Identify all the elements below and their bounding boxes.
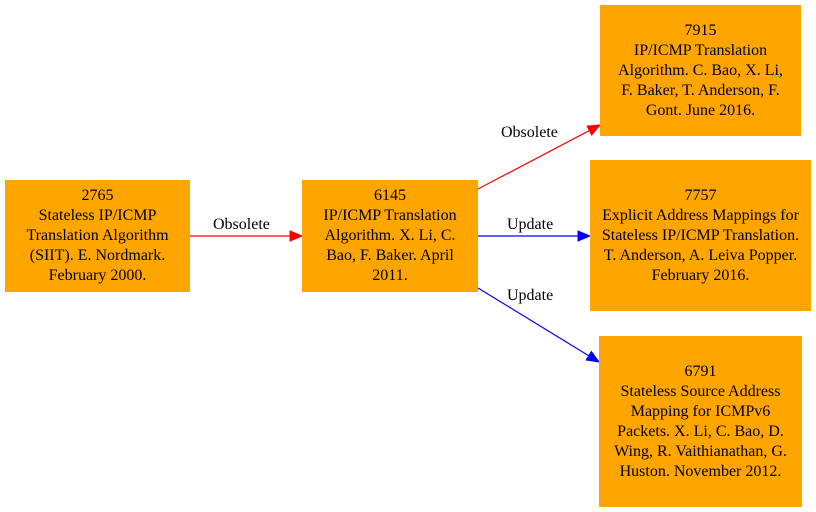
node-rfc7915-number: 7915 [684, 21, 717, 39]
node-rfc6791-number: 6791 [684, 362, 717, 380]
node-rfc7757[interactable]: 7757 Explicit Address Mappings for State… [590, 160, 811, 311]
node-rfc7915[interactable]: 7915 IP/ICMP Translation Algorithm. C. B… [600, 5, 801, 136]
arrowhead-rfc2765-rfc6145 [289, 230, 304, 242]
arrowhead-rfc6145-rfc7915 [586, 124, 602, 136]
node-rfc2765-text: Stateless IP/ICMP Translation Algorithm … [26, 207, 169, 284]
arrowhead-rfc6145-rfc7757 [577, 230, 592, 242]
node-rfc6791-text: Stateless Source Address Mapping for ICM… [614, 382, 787, 480]
node-rfc6145-text: IP/ICMP Translation Algorithm. X. Li, C.… [323, 207, 457, 284]
arrowhead-rfc6145-rfc6791 [585, 350, 601, 363]
edge-rfc6145-rfc7915 [477, 130, 590, 190]
node-rfc7757-text: Explicit Address Mappings for Stateless … [601, 206, 800, 284]
edge-rfc6145-rfc6791 [477, 287, 590, 357]
node-rfc2765-number: 2765 [81, 187, 114, 204]
node-rfc6145-number: 6145 [374, 187, 406, 204]
edge-label-2765-6145: Obsolete [213, 216, 270, 233]
node-rfc2765[interactable]: 2765 Stateless IP/ICMP Translation Algor… [5, 180, 190, 292]
node-rfc7915-text: IP/ICMP Translation Algorithm. C. Bao, X… [618, 41, 783, 119]
edge-label-6145-7757: Update [507, 216, 554, 233]
edge-label-6145-7915: Obsolete [501, 124, 558, 141]
node-rfc7757-number: 7757 [684, 186, 717, 204]
edge-label-6145-6791: Update [507, 287, 554, 304]
node-rfc6145[interactable]: 6145 IP/ICMP Translation Algorithm. X. L… [302, 180, 478, 292]
node-rfc6791[interactable]: 6791 Stateless Source Address Mapping fo… [599, 336, 802, 507]
